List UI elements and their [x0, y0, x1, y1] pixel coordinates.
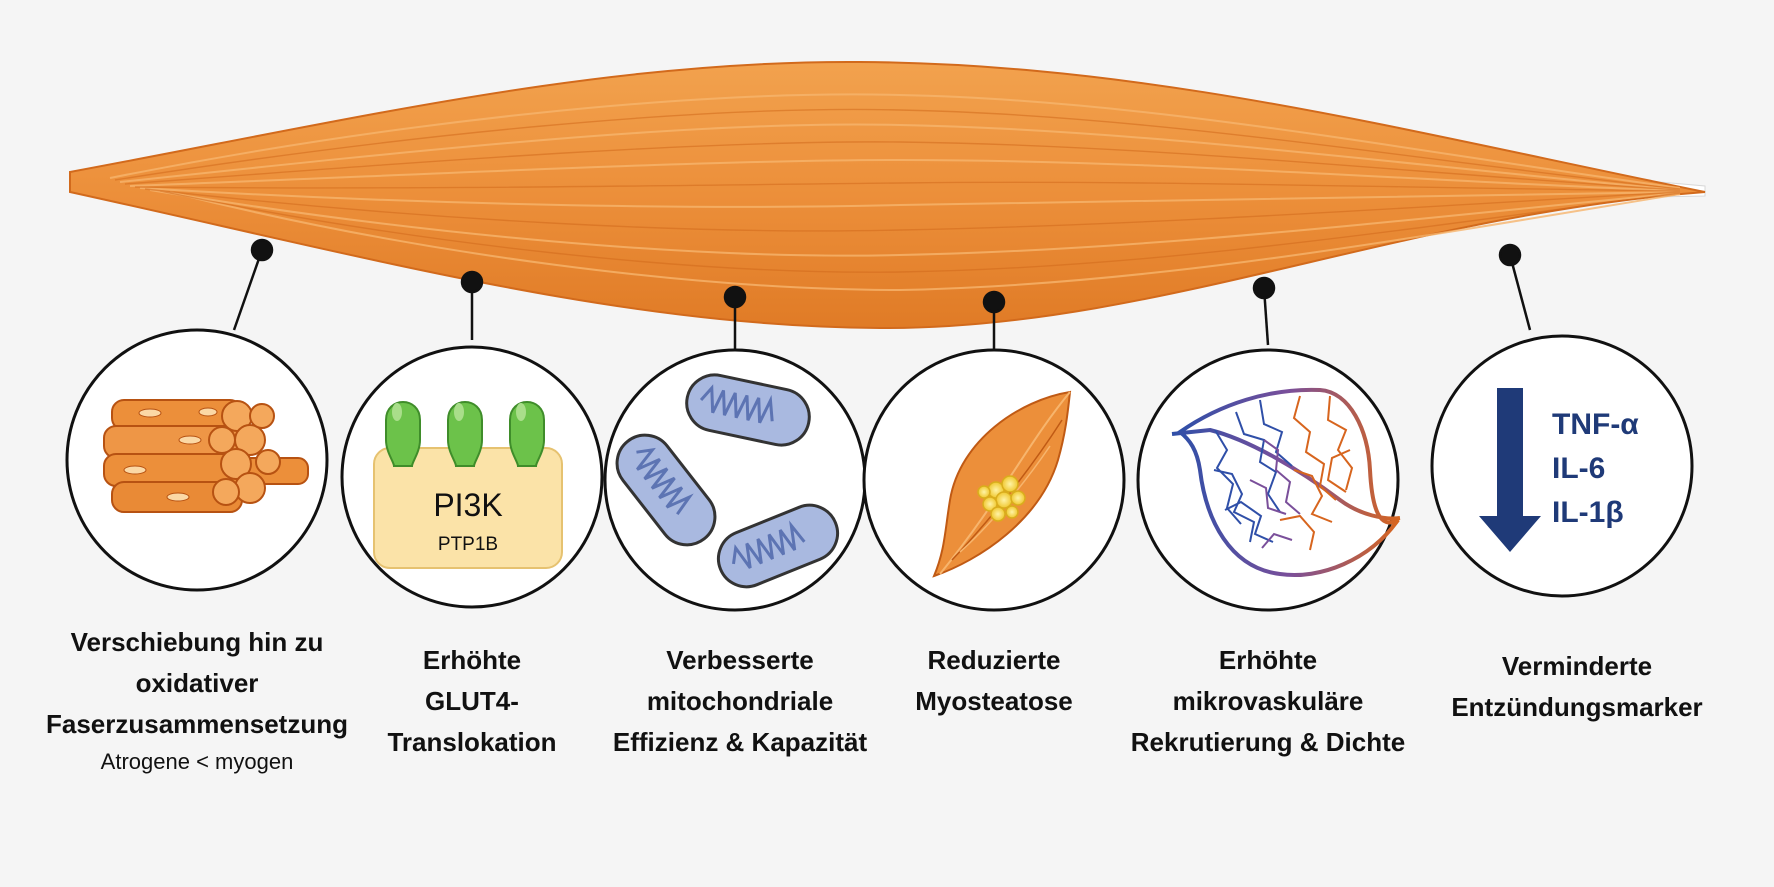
caption-line: Effizienz & Kapazität	[612, 727, 868, 757]
fat-droplets-icon	[977, 475, 1026, 522]
mitochondrion-icon	[685, 373, 811, 447]
ptp1b-label: PTP1B	[438, 534, 498, 555]
caption-line: Translokation	[387, 727, 557, 757]
panel-myosteatosis	[862, 348, 1126, 612]
marker-il1-beta: IL-1β	[1552, 496, 1624, 529]
caption-line: Verminderte	[1501, 651, 1653, 681]
caption-line: mikrovaskuläre	[1172, 686, 1364, 716]
panel-glut4: PI3K PTP1B	[340, 345, 604, 609]
connectors	[232, 238, 1532, 352]
muscle-with-fat-icon	[932, 390, 1072, 578]
mitochondrion-icon	[615, 433, 717, 547]
muscle-fiber-bundle-icon	[103, 399, 309, 513]
arrow-down-icon	[1479, 388, 1541, 552]
caption-line: Entzündungsmarker	[1451, 692, 1703, 722]
caption-subtext: Atrogene < myogen	[100, 749, 294, 774]
caption-line: Myosteatose	[915, 686, 1073, 716]
capillary-network-icon	[1171, 387, 1401, 577]
marker-tnf-alpha: TNF-α	[1552, 408, 1639, 441]
panel-inflammation: TNF-α IL-6 IL-1β	[1430, 334, 1694, 598]
caption-microvasculature: Erhöhte mikrovaskuläre Rekrutierung & Di…	[1118, 640, 1418, 763]
caption-line: mitochondriale	[646, 686, 834, 716]
caption-line: Rekrutierung & Dichte	[1130, 727, 1406, 757]
caption-line: Erhöhte	[422, 645, 522, 675]
caption-line: Faserzusammensetzung	[46, 709, 348, 739]
muscle-belly	[69, 60, 1706, 330]
caption-myosteatosis: Reduzierte Myosteatose	[874, 640, 1114, 722]
panel-mitochondria	[603, 348, 867, 612]
mitochondrion-icon	[716, 503, 840, 589]
caption-fiber-composition: Verschiebung hin zu oxidativer Faserzusa…	[37, 622, 357, 779]
marker-il6: IL-6	[1552, 452, 1605, 485]
caption-line: GLUT4-	[425, 686, 519, 716]
caption-line: Reduzierte	[927, 645, 1061, 675]
caption-mitochondria: Verbesserte mitochondriale Effizienz & K…	[595, 640, 885, 763]
panel-microvasculature	[1136, 348, 1401, 612]
panel-fiber-composition	[65, 328, 329, 592]
caption-glut4: Erhöhte GLUT4- Translokation	[352, 640, 592, 763]
caption-line: oxidativer	[135, 668, 259, 698]
caption-line: Erhöhte	[1218, 645, 1318, 675]
caption-line: Verschiebung hin zu	[70, 627, 324, 657]
caption-line: Verbesserte	[666, 645, 814, 675]
pi3k-label: PI3K	[433, 487, 502, 523]
caption-inflammation: Verminderte Entzündungsmarker	[1432, 646, 1722, 728]
